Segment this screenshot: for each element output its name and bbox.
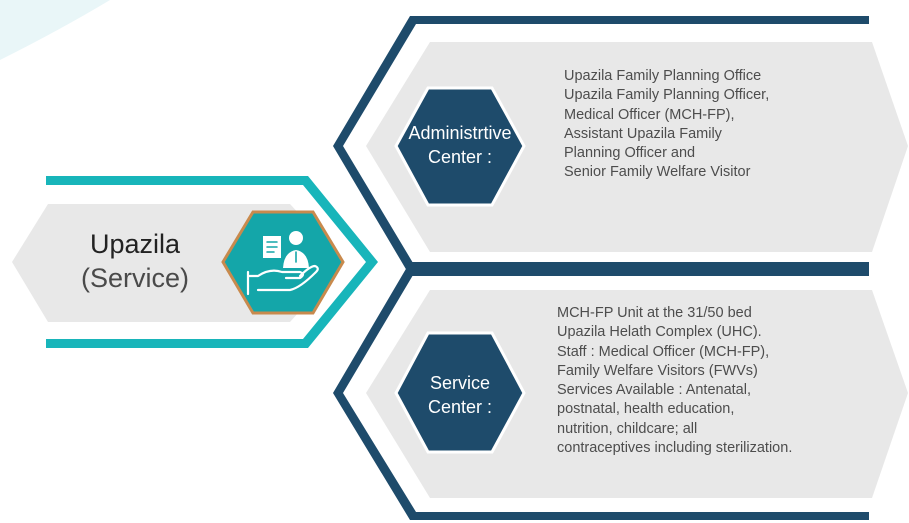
person-in-hand-icon: [246, 231, 319, 296]
service-desc-line: nutrition, childcare; all: [557, 420, 698, 437]
hub-subtitle: (Service): [80, 263, 189, 293]
service-desc-line: Family Welfare Visitors (FWVs): [557, 362, 758, 379]
admin-desc-line: Upazila Family Planning Officer,: [564, 87, 770, 104]
admin-center-hexagon: [394, 86, 526, 207]
service-center-label-line1: Service: [429, 373, 491, 393]
service-desc-line: Services Available : Antenatal,: [557, 382, 751, 399]
service-desc-line: MCH-FP Unit at the 31/50 bed: [557, 305, 752, 321]
admin-center-label: Administrtive Center :: [390, 121, 530, 169]
decorative-wave: [0, 0, 110, 60]
service-desc-line: contraceptives including sterilization.: [557, 440, 793, 457]
service-center-hexagon: [394, 331, 526, 454]
admin-panel: [366, 42, 908, 252]
service-center-description: MCH-FP Unit at the 31/50 bed Upazila Hel…: [557, 304, 792, 458]
service-desc-line: Upazila Helath Complex (UHC).: [557, 324, 762, 341]
hub-title: Upazila: [89, 229, 181, 259]
service-panel: [366, 290, 908, 498]
admin-center-label-line1: Administrtive: [408, 123, 512, 143]
hub-icon-hexagon: [221, 210, 345, 315]
admin-desc-line: Planning Officer and: [564, 145, 696, 162]
admin-desc-line: Upazila Family Planning Office: [564, 68, 762, 84]
service-desc-line: postnatal, health education,: [557, 401, 735, 418]
admin-desc-line: Senior Family Welfare Visitor: [564, 164, 751, 181]
service-center-label-line2: Center :: [427, 397, 493, 417]
admin-center-label-line2: Center :: [427, 147, 493, 167]
service-center-label: Service Center :: [390, 371, 530, 419]
admin-desc-line: Assistant Upazila Family: [564, 125, 722, 142]
service-desc-line: Staff : Medical Officer (MCH-FP),: [557, 343, 770, 360]
admin-center-description: Upazila Family Planning Office Upazila F…: [564, 67, 769, 183]
admin-desc-line: Medical Officer (MCH-FP),: [564, 106, 735, 123]
